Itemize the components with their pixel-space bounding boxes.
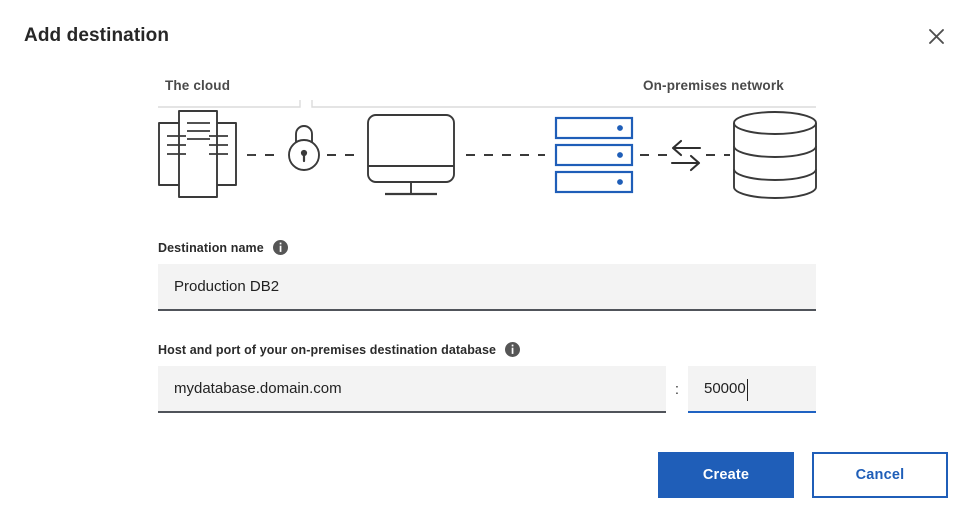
architecture-diagram: The cloud On-premises network: [0, 70, 974, 210]
database-cylinder-icon: [733, 111, 817, 199]
port-input[interactable]: [688, 366, 816, 413]
documents-stack-icon: [158, 110, 237, 198]
create-button[interactable]: Create: [658, 452, 794, 498]
host-and-port-label: Host and port of your on-premises destin…: [158, 342, 497, 357]
zone-label-cloud: The cloud: [165, 78, 231, 93]
info-icon[interactable]: [505, 342, 521, 357]
destination-form: Destination name Host and port of your o…: [158, 240, 816, 413]
exchange-arrows-icon: [670, 139, 702, 172]
host-input[interactable]: [158, 366, 666, 413]
cancel-button[interactable]: Cancel: [812, 452, 948, 498]
info-icon[interactable]: [272, 240, 288, 255]
zone-bracket-cloud: [158, 100, 301, 108]
close-icon: [927, 27, 946, 46]
host-port-separator: :: [674, 381, 680, 398]
monitor-icon: [367, 114, 455, 196]
zone-label-on-premises: On-premises network: [643, 78, 784, 93]
dialog-footer: Create Cancel: [0, 452, 974, 498]
server-rack-icon: [554, 116, 634, 194]
field-group-destination-name: Destination name: [158, 240, 816, 311]
text-cursor: [747, 379, 748, 401]
destination-name-input[interactable]: [158, 264, 816, 311]
close-button[interactable]: [916, 16, 956, 56]
padlock-icon: [288, 125, 320, 171]
destination-name-label: Destination name: [158, 240, 264, 255]
zone-bracket-on-premises: [311, 100, 816, 108]
page-title: Add destination: [24, 25, 170, 46]
field-group-host-and-port: Host and port of your on-premises destin…: [158, 342, 816, 413]
